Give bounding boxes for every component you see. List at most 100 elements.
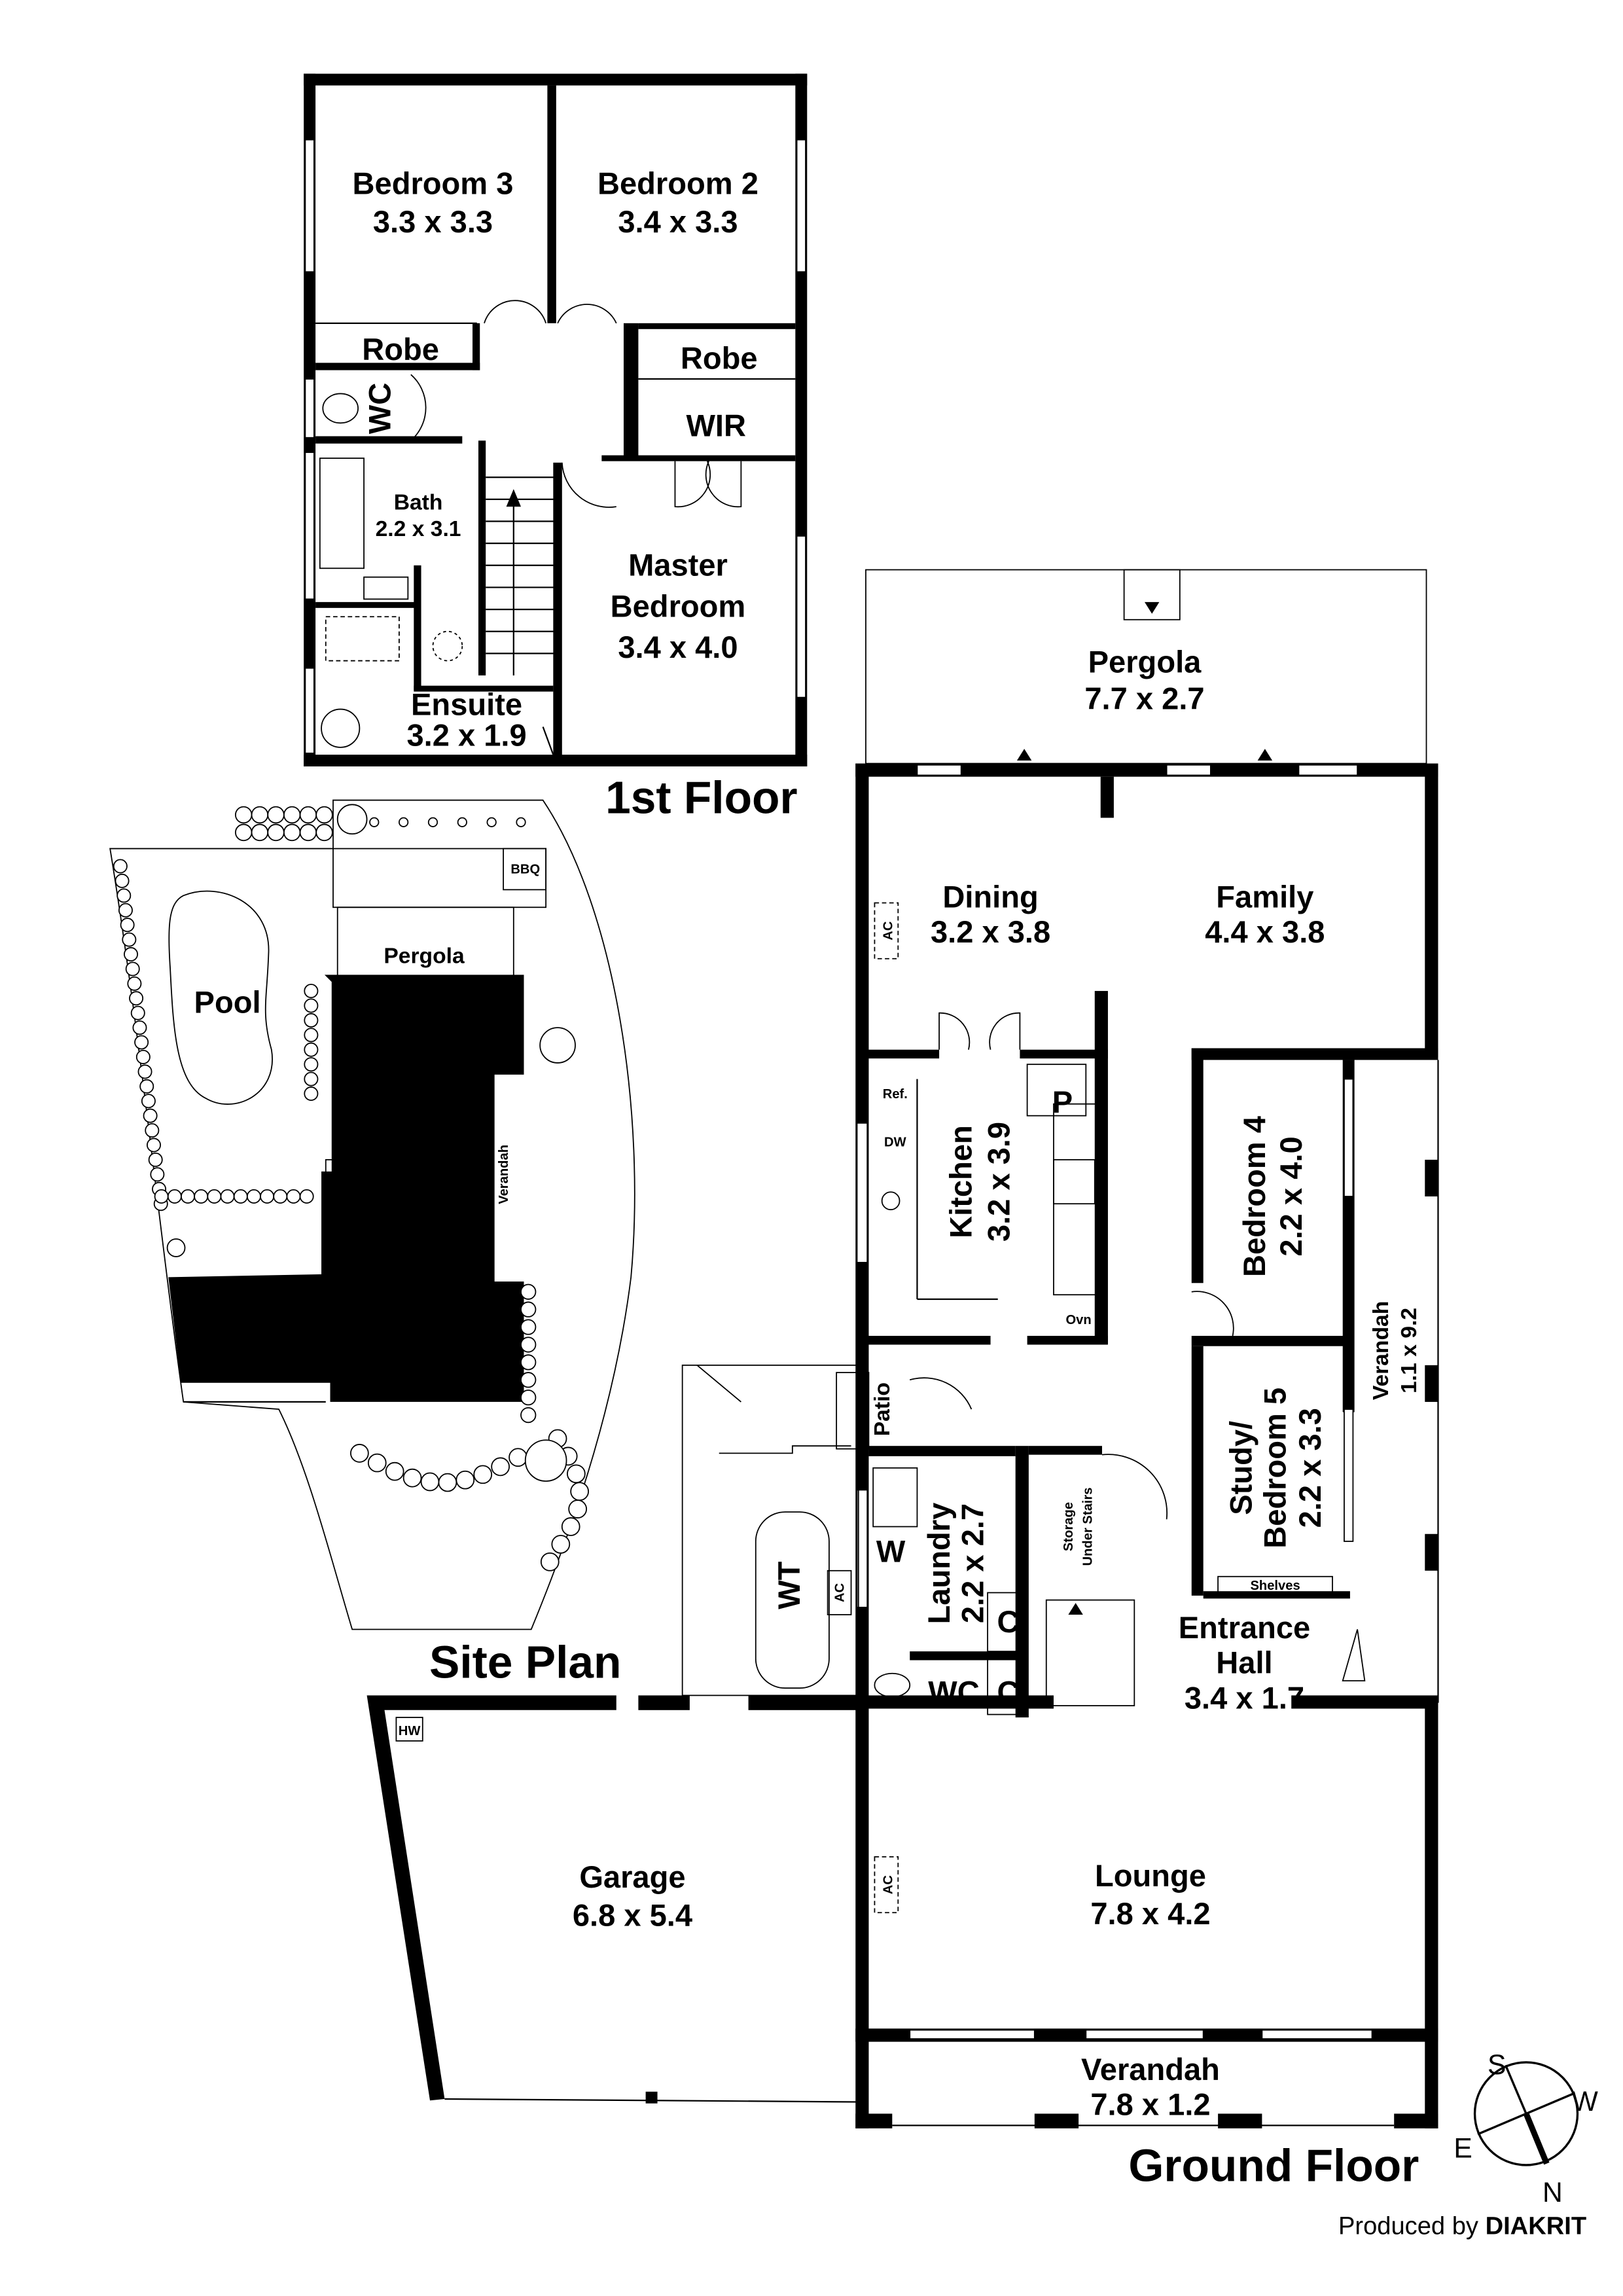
room-dims-verandah-side: 1.1 x 9.2 [1397, 1308, 1421, 1393]
shrub-icon [568, 1499, 588, 1518]
room-dims-bedroom-4: 2.2 x 4.0 [1274, 1136, 1308, 1256]
room-dims-bath: 2.2 x 3.1 [376, 517, 461, 541]
shrub-icon [150, 1167, 165, 1182]
shrub-icon [336, 804, 368, 835]
credit-prefix: Produced by [1338, 2212, 1478, 2240]
shrub-icon [455, 1470, 475, 1490]
room-label-garage: Garage [579, 1859, 685, 1894]
shrub-icon [251, 806, 269, 824]
room-dims-bedroom-2: 3.4 x 3.3 [618, 204, 738, 239]
staircase [486, 476, 555, 675]
shrub-icon [273, 1189, 288, 1204]
shrub-icon [367, 1453, 387, 1473]
shrub-icon [438, 1473, 457, 1492]
shrub-icon [116, 888, 132, 903]
stair-arrow-icon [506, 489, 522, 507]
fixture-ref: Ref. [883, 1087, 908, 1102]
shrub-icon [304, 1071, 319, 1086]
room-label-storage-2: Under Stairs [1080, 1488, 1095, 1566]
shrub-icon [540, 1552, 560, 1571]
shrub-icon [520, 1336, 537, 1353]
site-label-patio: Patio [331, 1170, 341, 1191]
credit-brand-logo: DIAKRIT [1486, 2212, 1587, 2240]
shrub-icon [524, 1439, 567, 1482]
shrub-icon [148, 1152, 163, 1167]
room-label-wc-ground: WC [928, 1675, 979, 1710]
room-dims-entrance: 3.4 x 1.7 [1185, 1681, 1304, 1715]
shrub-icon [304, 1086, 319, 1102]
room-label-family: Family [1216, 879, 1313, 914]
shrub-icon [233, 1189, 248, 1204]
site-label-verandah-front: Verandah [386, 1379, 465, 1399]
room-label-water-tank: WT [772, 1561, 806, 1609]
fixture-washer: W [876, 1534, 906, 1568]
first-floor-title: 1st Floor [605, 772, 797, 823]
shrub-icon [267, 823, 285, 842]
shrub-icon [520, 1283, 537, 1300]
site-plan: Pool Pergola Residence Garage Verandah V… [109, 799, 635, 1687]
room-label-storage-1: Storage [1061, 1502, 1076, 1551]
shrub-icon [520, 1354, 537, 1371]
shrub-icon [315, 806, 333, 824]
shrub-icon [194, 1189, 209, 1204]
site-label-garage: Garage [208, 1311, 314, 1346]
shrub-icon [508, 1448, 527, 1467]
room-label-master-1: Master [628, 547, 728, 582]
shrub-icon [260, 1189, 275, 1204]
shrub-icon [139, 1079, 154, 1094]
room-label-entrance-1: Entrance [1179, 1610, 1310, 1645]
room-dims-garage: 6.8 x 5.4 [573, 1897, 692, 1932]
shrub-icon [369, 817, 380, 827]
shrub-icon [385, 1462, 404, 1481]
room-label-cupboard-1: C [997, 1604, 1019, 1639]
shrub-icon [304, 984, 319, 999]
fixture-ac-laundry: AC [832, 1583, 847, 1602]
shrub-icon [115, 873, 130, 888]
shrub-icon [134, 1035, 149, 1050]
fixture-dw: DW [884, 1136, 907, 1150]
shrub-icon [299, 806, 317, 824]
shrub-icon [286, 1189, 301, 1204]
shrub-icon [129, 991, 144, 1006]
fixture-ovn: Ovn [1065, 1313, 1091, 1327]
shrub-icon [304, 1028, 319, 1043]
shrub-icon [124, 947, 139, 962]
shrub-icon [135, 1049, 151, 1064]
compass-north: N [1543, 2177, 1563, 2208]
shrub-icon [299, 823, 317, 842]
room-dims-kitchen: 3.2 x 3.9 [982, 1122, 1016, 1242]
shrub-icon [220, 1189, 235, 1204]
site-label-pergola: Pergola [383, 944, 465, 968]
shrub-icon [234, 823, 253, 842]
room-label-bedroom-3: Bedroom 3 [353, 166, 514, 200]
shrub-icon [491, 1457, 510, 1477]
room-dims-dining: 3.2 x 3.8 [931, 914, 1050, 949]
shrub-icon [299, 1189, 314, 1204]
shrub-icon [473, 1465, 493, 1484]
shrub-icon [246, 1189, 261, 1204]
room-dims-laundry: 2.2 x 2.7 [955, 1503, 990, 1623]
room-label-verandah-front: Verandah [1081, 2052, 1220, 2087]
room-dims-pergola: 7.7 x 2.7 [1084, 681, 1204, 716]
compass-rose: S W E N [1454, 2049, 1598, 2208]
compass-south: S [1488, 2049, 1506, 2081]
room-dims-study: 2.2 x 3.3 [1293, 1408, 1327, 1528]
shrub-icon [520, 1372, 537, 1388]
shrub-icon [304, 1057, 319, 1072]
fixture-ac-dining: AC [881, 921, 895, 941]
shrub-icon [130, 1005, 145, 1020]
room-label-entrance-2: Hall [1216, 1645, 1272, 1680]
site-label-verandah-side: Verandah [497, 1145, 511, 1204]
shrub-icon [516, 817, 526, 827]
room-label-bedroom-2: Bedroom 2 [597, 166, 758, 200]
room-label-laundry: Laundry [921, 1503, 956, 1624]
shrub-icon [304, 998, 319, 1013]
shrub-icon [350, 1444, 369, 1463]
room-label-robe-right: Robe [681, 340, 758, 375]
shrub-icon [137, 1064, 152, 1079]
shrub-icon [315, 823, 333, 842]
room-dims-lounge: 7.8 x 4.2 [1090, 1896, 1210, 1931]
shrub-icon [304, 1013, 319, 1028]
shrub-icon [551, 1535, 571, 1554]
room-dims-master: 3.4 x 4.0 [618, 630, 738, 664]
